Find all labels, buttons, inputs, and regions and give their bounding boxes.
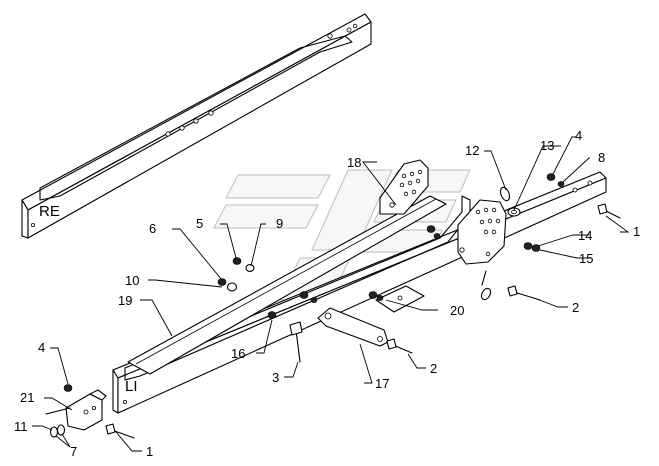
strut — [127, 195, 447, 375]
callout-17: 17 — [375, 376, 389, 391]
callout-9: 9 — [276, 216, 283, 231]
bolts — [105, 203, 621, 439]
callout-labels: 1 1 2 2 3 4 4 5 6 7 8 9 10 11 12 13 14 1… — [14, 128, 640, 459]
callout-18: 18 — [347, 155, 361, 170]
callout-19: 19 — [118, 293, 132, 308]
callout-20: 20 — [450, 303, 464, 318]
connection-plate — [45, 389, 107, 438]
callout-4: 4 — [575, 128, 582, 143]
lever-arm — [317, 307, 389, 347]
callout-6: 6 — [149, 221, 156, 236]
callout-1: 1 — [633, 224, 640, 239]
callout-1: 1 — [146, 444, 153, 459]
clip-pin — [480, 186, 521, 301]
rail-right: RE — [21, 13, 372, 239]
callout-10: 10 — [125, 273, 139, 288]
leader-lines — [32, 136, 630, 452]
callout-15: 15 — [579, 251, 593, 266]
callout-7: 7 — [70, 444, 77, 459]
callout-12: 12 — [465, 143, 479, 158]
callout-21: 21 — [20, 390, 34, 405]
callout-3: 3 — [272, 370, 279, 385]
callout-8: 8 — [598, 150, 605, 165]
callout-14: 14 — [578, 228, 592, 243]
callout-4: 4 — [38, 340, 45, 355]
callout-5: 5 — [196, 216, 203, 231]
callout-13: 13 — [540, 138, 554, 153]
spacer-plate — [375, 285, 425, 313]
fasteners — [63, 173, 565, 392]
callout-2: 2 — [430, 361, 437, 376]
rail-right-marker: RE — [39, 203, 60, 220]
callout-11: 11 — [14, 419, 28, 434]
callout-2: 2 — [572, 300, 579, 315]
callout-16: 16 — [231, 346, 245, 361]
rail-left-marker: LI — [125, 378, 138, 395]
bracket-plate-right — [457, 199, 507, 265]
